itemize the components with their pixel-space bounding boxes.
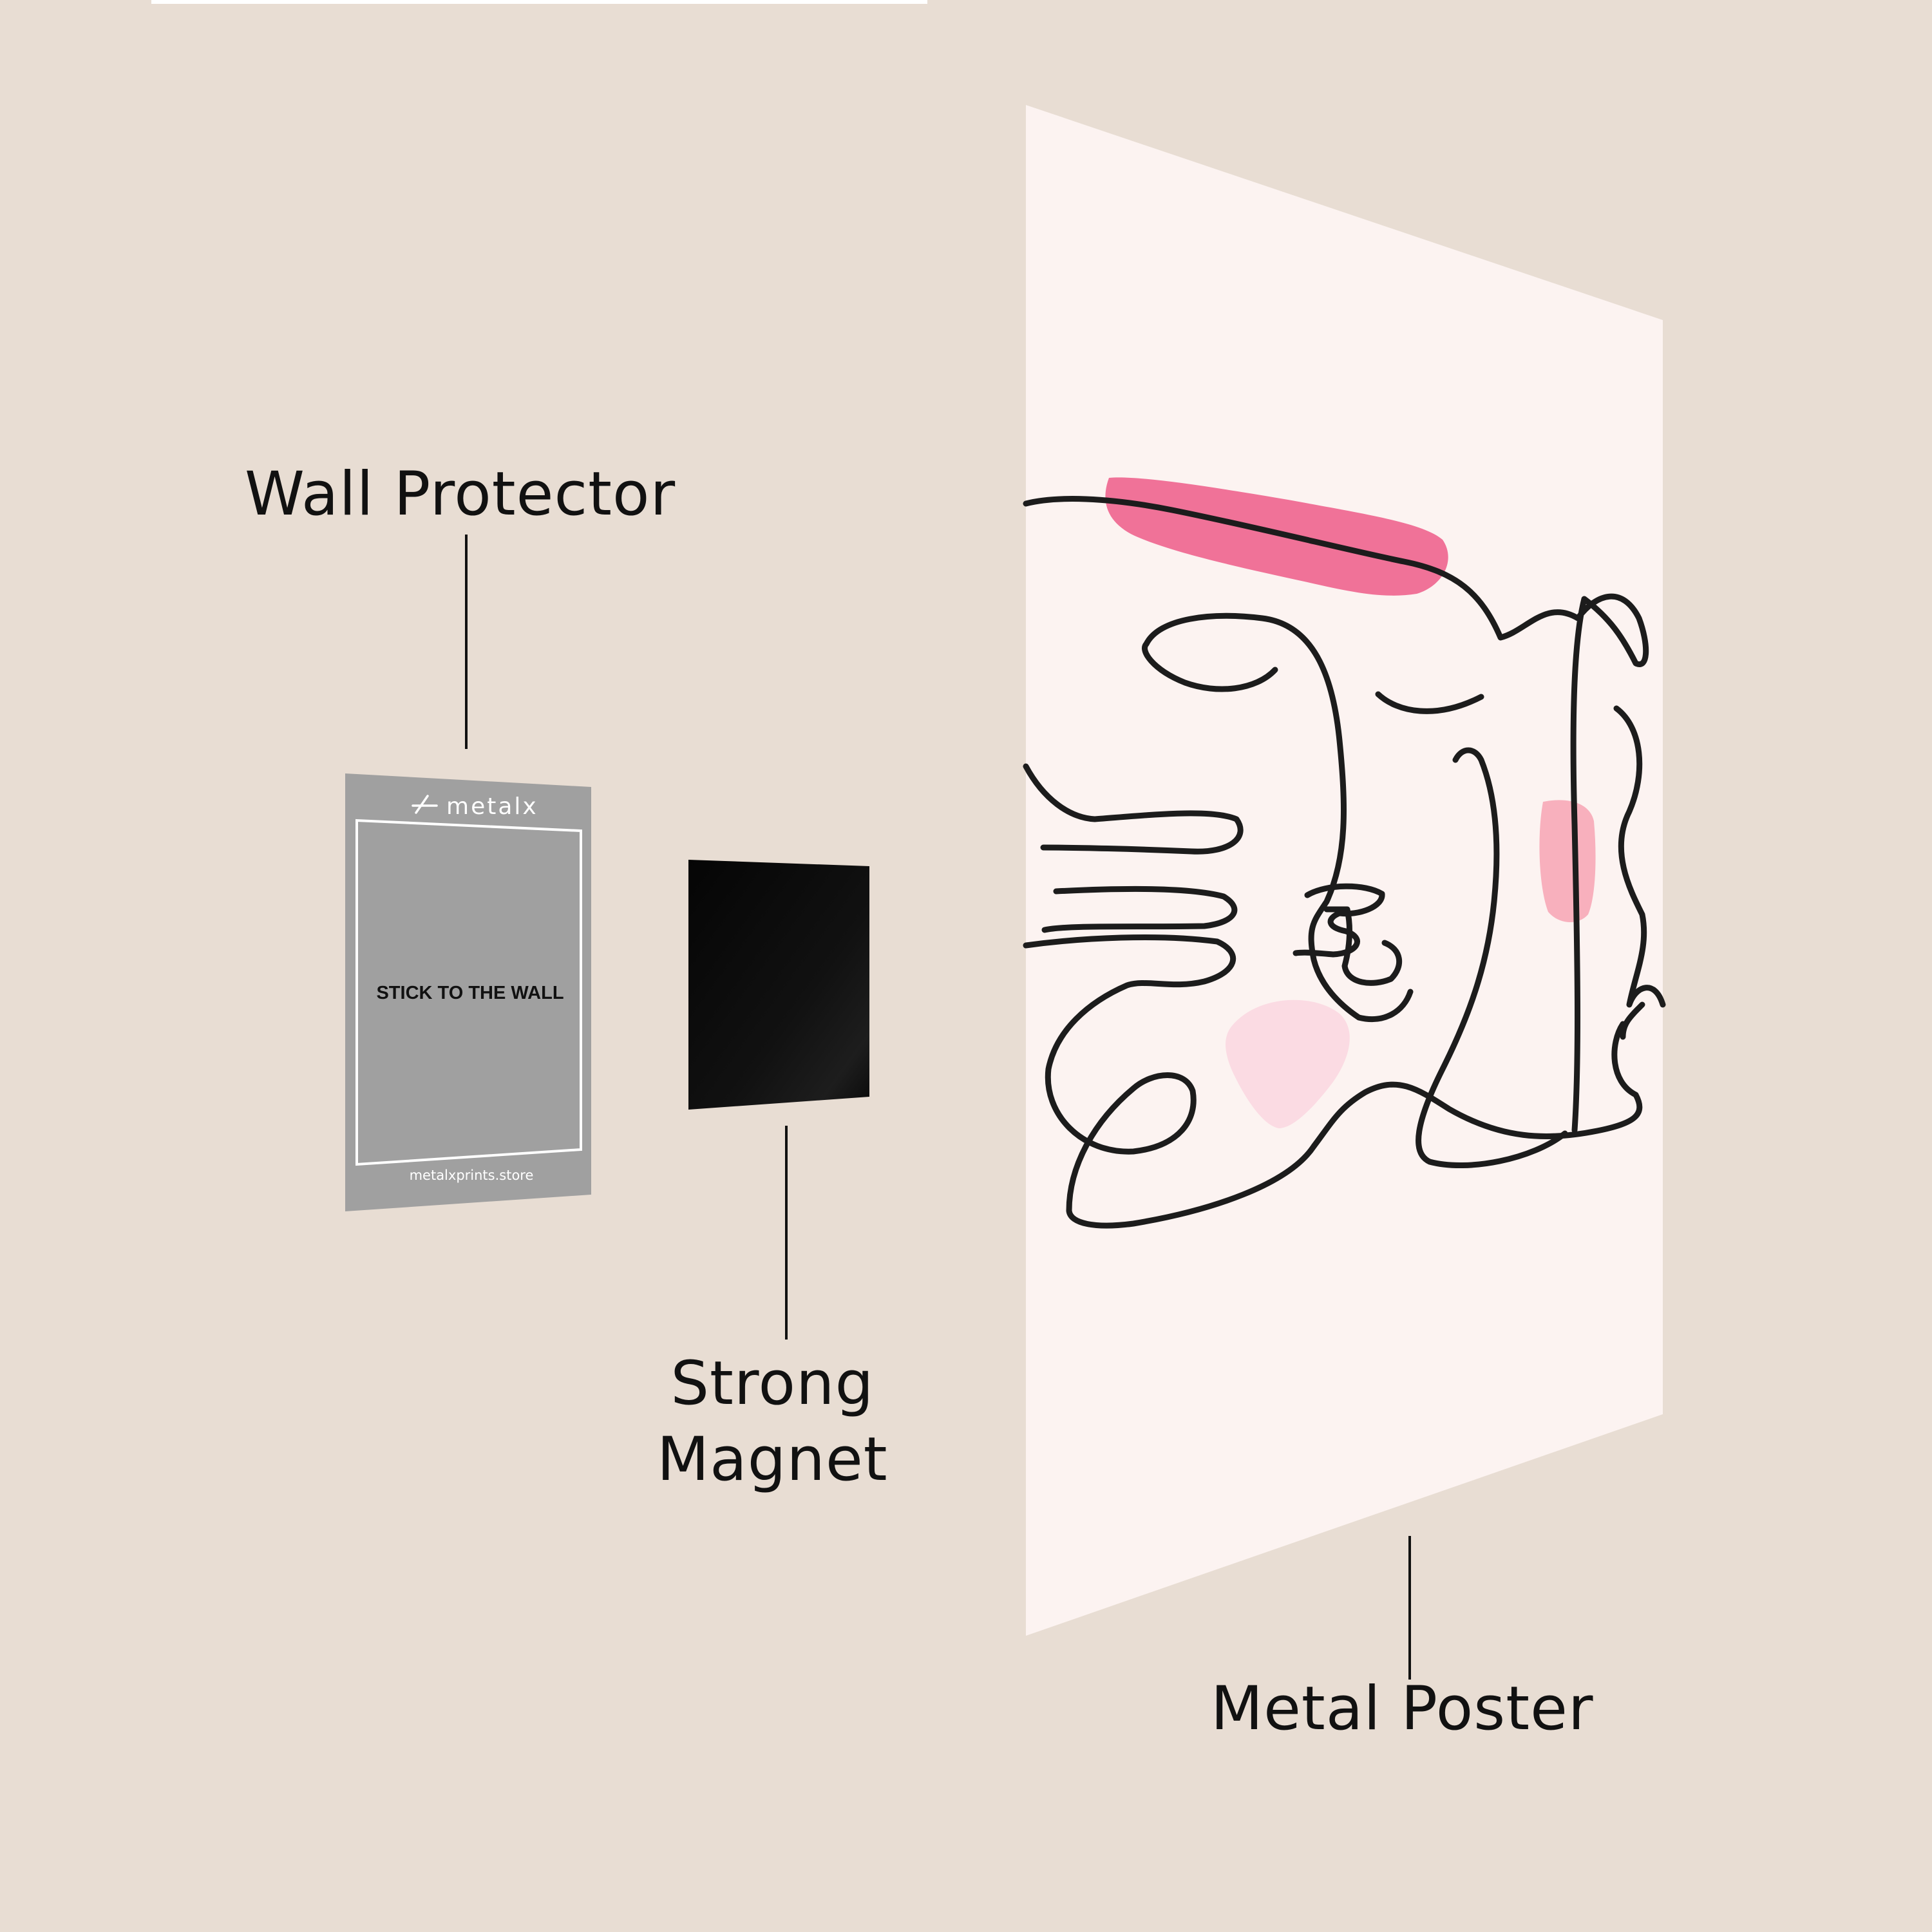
metal-poster xyxy=(1023,105,1666,1636)
strong-magnet-label-line2: Magnet xyxy=(657,1425,888,1495)
wall-protector: metalx STICK TO THE WALL metalxprints.st… xyxy=(345,773,591,1211)
pink-brushstroke xyxy=(1105,477,1448,596)
top-strip xyxy=(151,0,927,4)
protector-instruction: STICK TO THE WALL xyxy=(376,983,564,1003)
strong-magnet-label-line1: Strong xyxy=(670,1349,875,1419)
protector-website: metalxprints.store xyxy=(410,1168,534,1183)
wall-protector-label: Wall Protector xyxy=(245,459,676,529)
protector-brand: metalx xyxy=(446,793,538,820)
wall-protector-frame xyxy=(355,819,582,1166)
strong-magnet xyxy=(688,860,869,1110)
blush-cheek xyxy=(1539,800,1596,922)
metal-poster-label: Metal Poster xyxy=(1211,1674,1594,1744)
line-art-faces xyxy=(1023,496,1666,1229)
light-pink-petal xyxy=(1226,999,1350,1128)
metalx-logo-icon xyxy=(412,795,438,814)
wall-protector-plate xyxy=(345,773,591,1211)
strong-magnet-label: Strong Magnet xyxy=(657,1346,888,1498)
